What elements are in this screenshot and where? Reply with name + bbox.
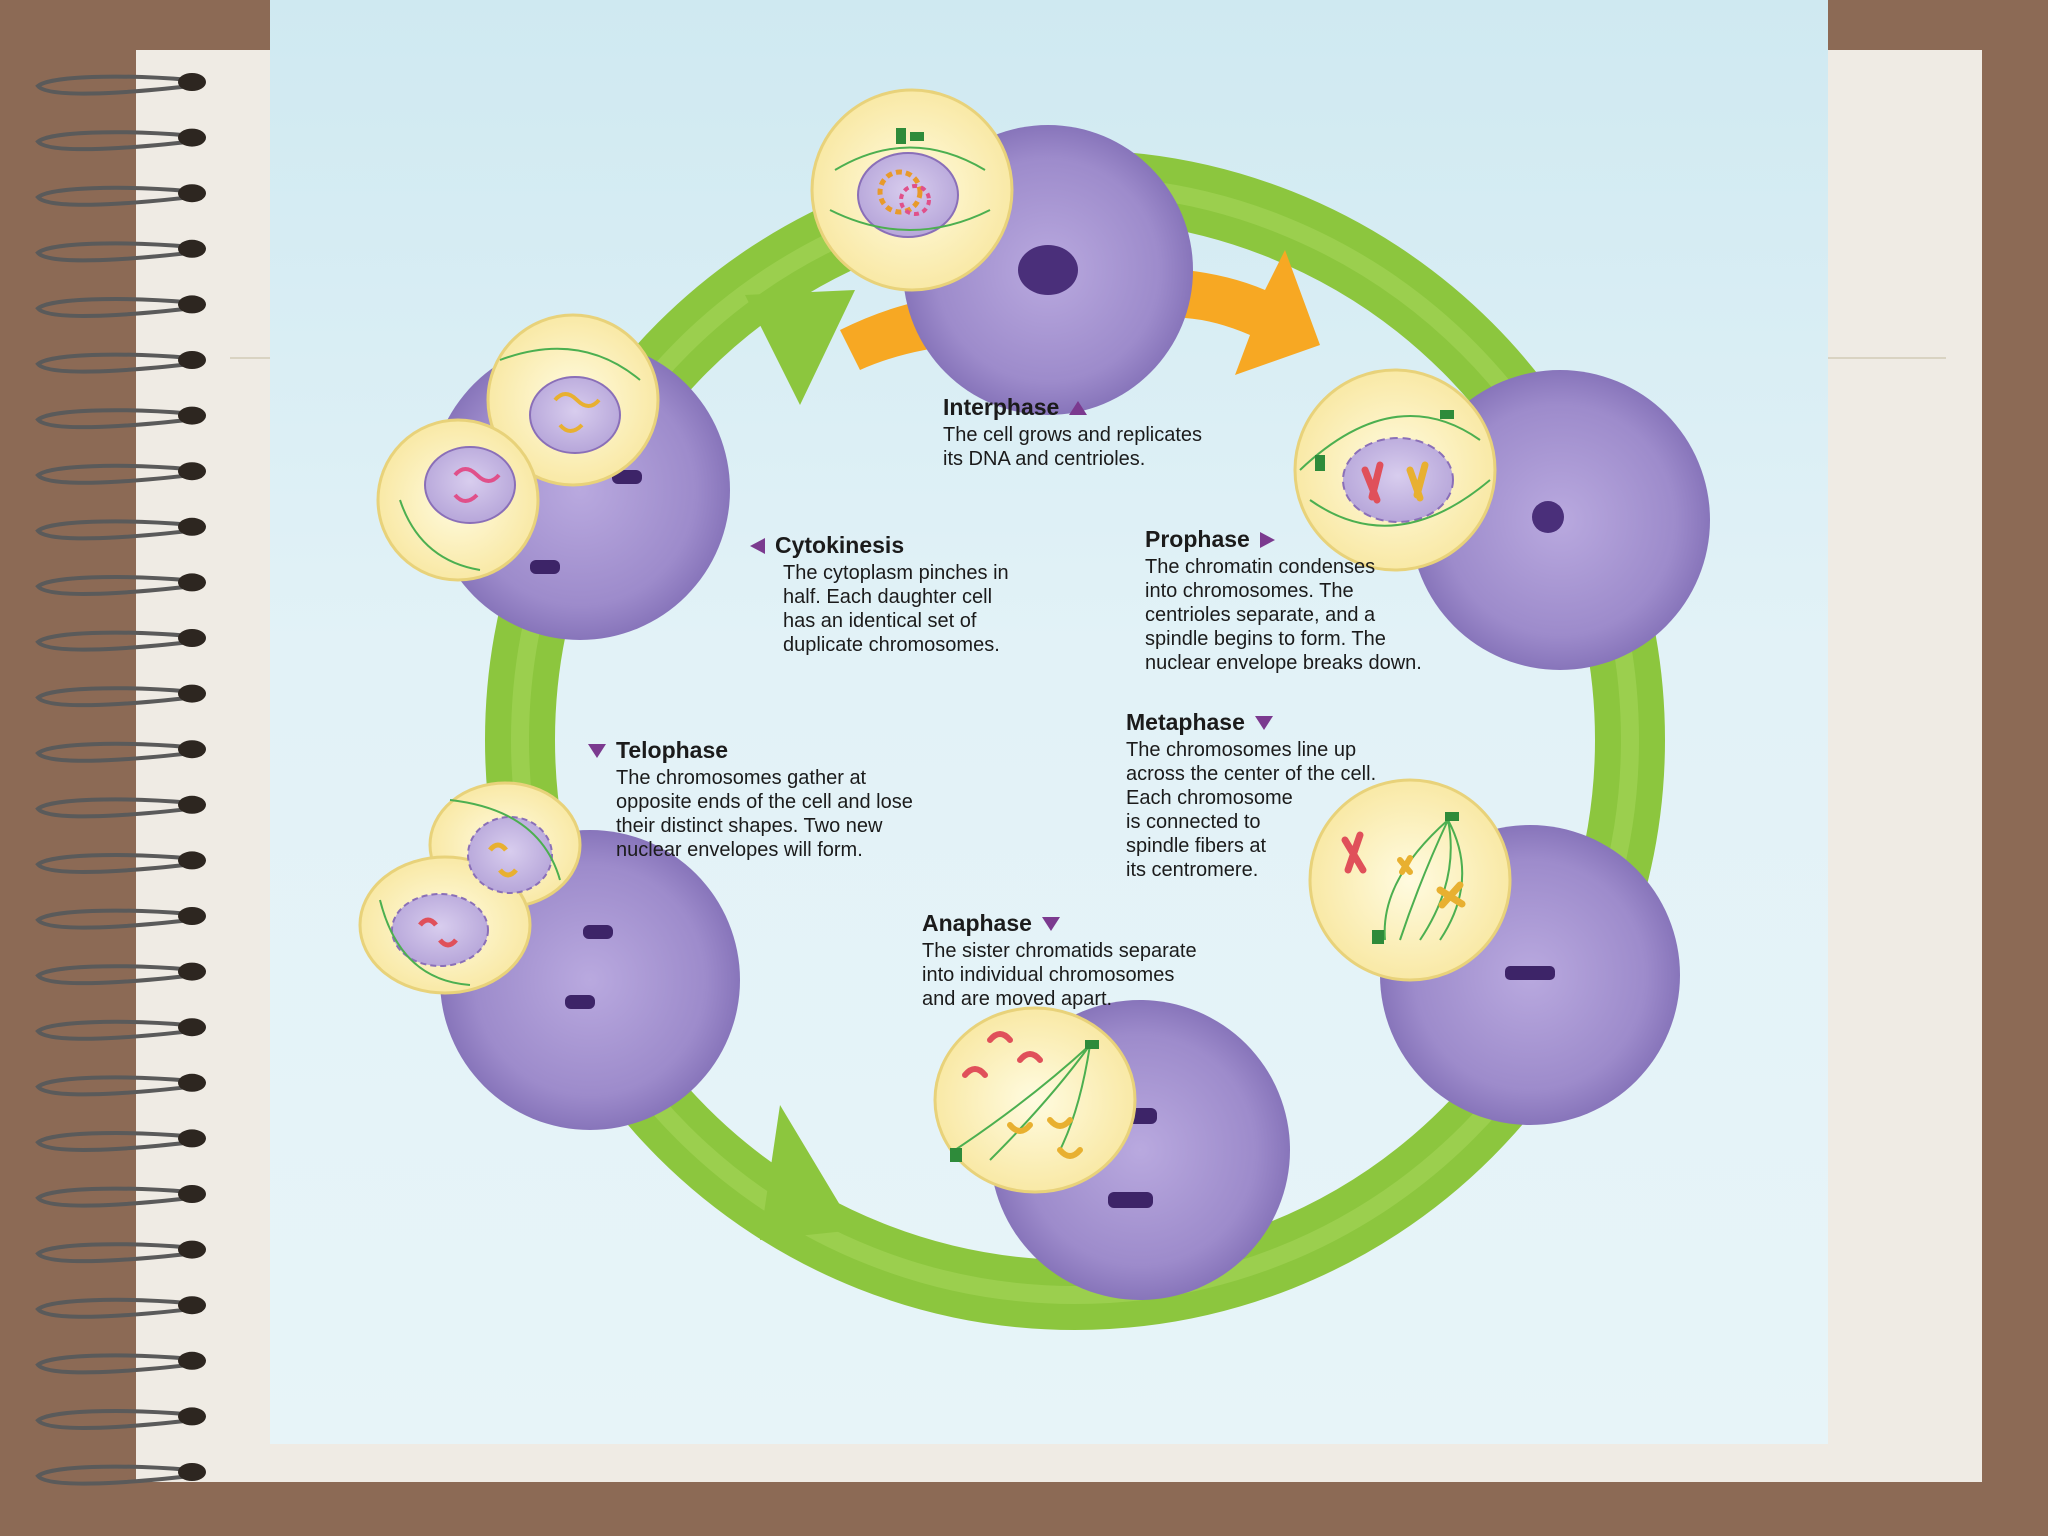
binder-ring <box>35 406 206 430</box>
interphase-inset <box>810 88 1014 292</box>
binder-ring <box>35 684 206 708</box>
binder-ring <box>35 1407 206 1430</box>
binder-ring <box>35 795 206 819</box>
prophase-inset <box>1293 368 1497 572</box>
metaphase-title: Metaphase <box>1126 709 1245 735</box>
triangle-down-icon <box>1254 715 1273 730</box>
binder-ring <box>35 1351 206 1375</box>
prophase-label: Prophase The chromatin condenses into ch… <box>1145 526 1422 675</box>
interphase-label: Interphase The cell grows and replicates… <box>943 394 1202 471</box>
binder-ring <box>35 351 206 374</box>
triangle-down-icon <box>588 743 606 758</box>
spiral-binding <box>35 73 206 1486</box>
anaphase-inset <box>933 1006 1137 1194</box>
triangle-up-icon <box>1069 400 1088 415</box>
interphase-title: Interphase <box>943 394 1060 420</box>
prophase-description: The chromatin condenses into chromosomes… <box>1145 556 1422 674</box>
anaphase-label: Anaphase The sister chromatids separate … <box>922 910 1197 1011</box>
green-arrowhead-bottom <box>760 1105 855 1240</box>
metaphase-label: Metaphase The chromosomes line up across… <box>1126 709 1376 882</box>
telophase-description: The chromosomes gather at opposite ends … <box>616 767 913 861</box>
telophase-label: Telophase The chromosomes gather at oppo… <box>588 737 913 862</box>
triangle-right-icon <box>1259 531 1275 548</box>
triangle-down-icon <box>1041 916 1060 931</box>
binder-ring <box>35 73 206 96</box>
cytokinesis-inset <box>376 313 660 582</box>
telophase-title: Telophase <box>616 737 729 763</box>
cytokinesis-label: Cytokinesis The cytoplasm pinches in hal… <box>750 532 1009 657</box>
cytokinesis-description: The cytoplasm pinches in half. Each daug… <box>783 562 1009 656</box>
binder-ring <box>35 239 206 263</box>
binder-ring <box>35 1018 206 1041</box>
prophase-title: Prophase <box>1145 526 1250 552</box>
binder-ring <box>35 1129 206 1152</box>
triangle-left-icon <box>750 537 765 554</box>
binder-ring <box>35 295 206 318</box>
anaphase-description: The sister chromatids separate into indi… <box>922 940 1197 1010</box>
binder-ring <box>35 1463 206 1486</box>
interphase-description: The cell grows and replicates its DNA an… <box>943 424 1203 470</box>
binder-ring <box>35 1240 206 1264</box>
binder-ring <box>35 1185 206 1208</box>
metaphase-inset <box>1308 778 1512 982</box>
cytokinesis-title: Cytokinesis <box>775 532 905 558</box>
binder-ring <box>35 740 206 763</box>
binder-ring <box>35 851 206 874</box>
binder-ring <box>35 573 206 596</box>
binder-ring <box>35 1073 206 1097</box>
binder-ring <box>35 128 206 152</box>
metaphase-description: The chromosomes line up across the cente… <box>1126 739 1377 881</box>
green-arrowhead-top-left <box>745 290 855 405</box>
binder-ring <box>35 184 206 207</box>
telophase-inset <box>358 781 582 995</box>
binder-ring <box>35 462 206 485</box>
binder-ring <box>35 907 206 930</box>
binder-ring <box>35 629 206 652</box>
binder-ring <box>35 1296 206 1319</box>
binder-ring <box>35 517 206 541</box>
anaphase-title: Anaphase <box>922 910 1032 936</box>
binder-ring <box>35 962 206 986</box>
orange-arrow-right <box>1185 250 1320 375</box>
